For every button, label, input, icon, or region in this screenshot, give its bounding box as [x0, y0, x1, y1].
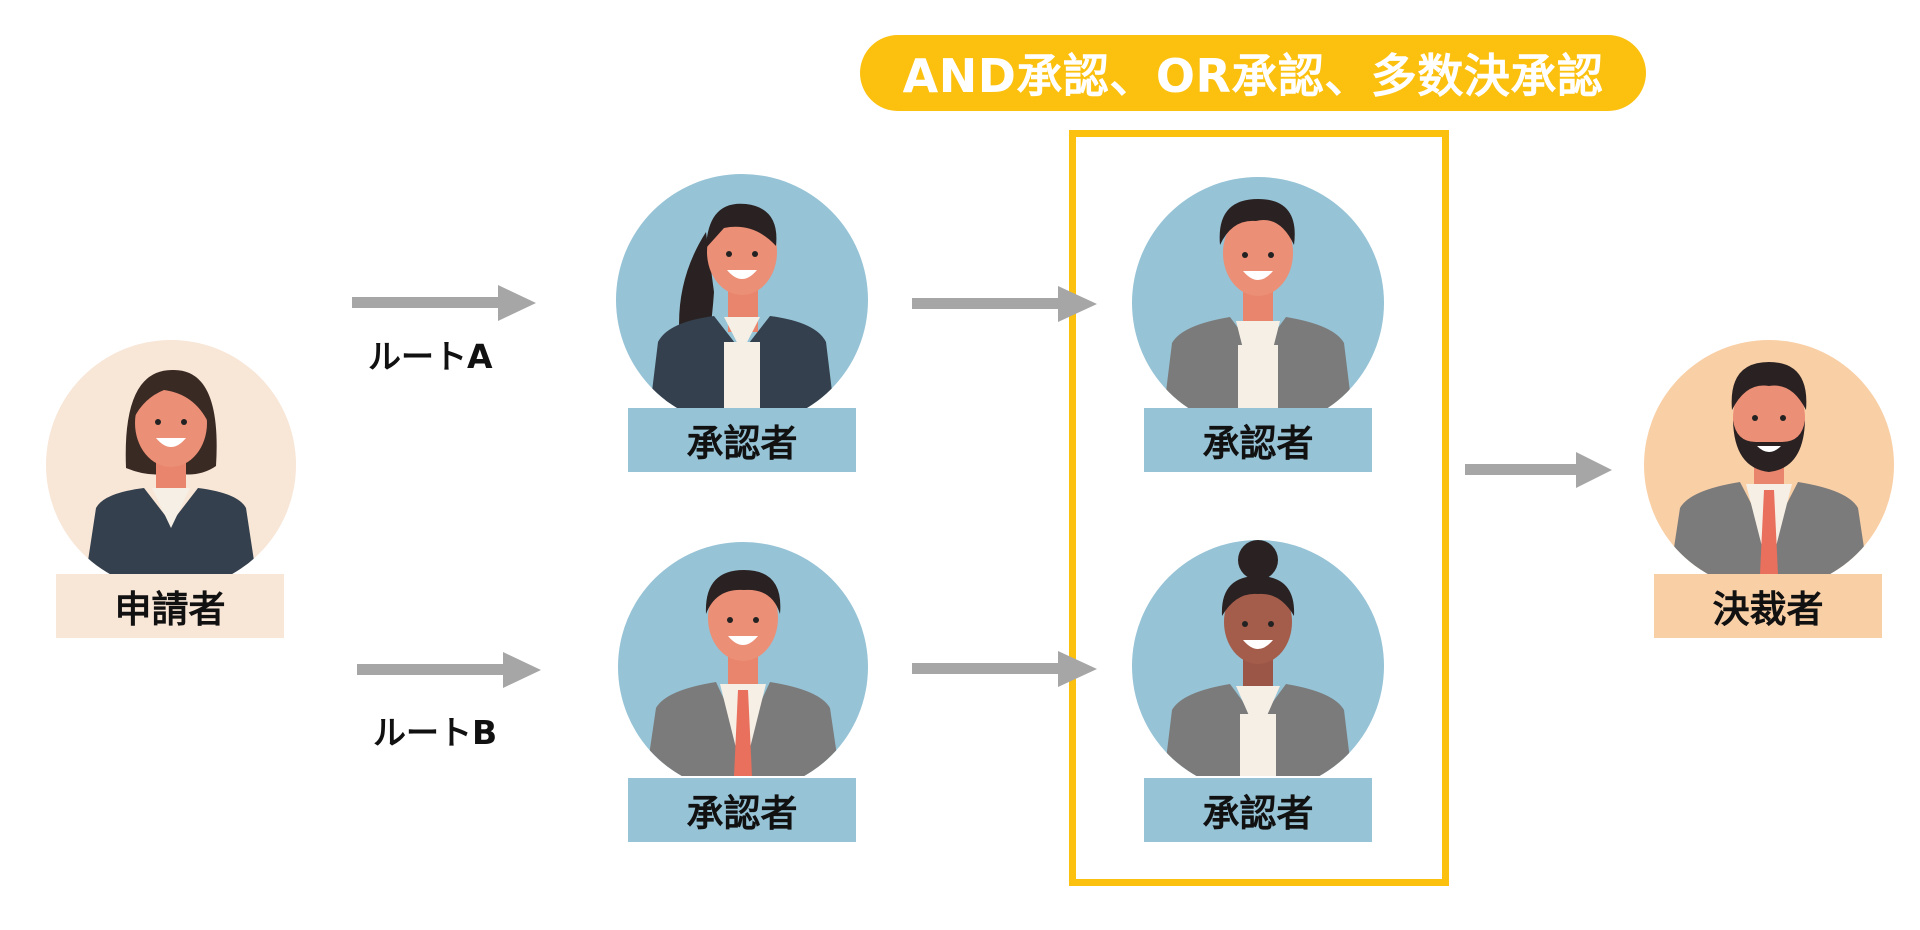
approver-avatar-route-a-1	[616, 174, 868, 408]
parallel-approval-group-frame	[1069, 130, 1449, 886]
approver-avatar-route-b-1	[618, 542, 868, 776]
approver-label-route-a-2: 承認者	[1144, 408, 1372, 472]
approval-types-banner: AND承認、OR承認、多数決承認	[860, 35, 1646, 111]
approver-label-route-b-2: 承認者	[1144, 778, 1372, 842]
approver-avatar-route-b-2	[1132, 540, 1384, 776]
final-approver-avatar	[1644, 340, 1894, 574]
arrow-to-final-icon	[1465, 452, 1612, 488]
applicant-label: 申請者	[56, 574, 284, 638]
approver-label-route-a-1: 承認者	[628, 408, 856, 472]
final-approver-label: 決裁者	[1654, 574, 1882, 638]
arrow-route-a-icon	[352, 285, 536, 321]
route-b-label: ルートB	[373, 713, 498, 752]
route-a-label: ルートA	[368, 337, 493, 376]
arrow-b-stage2-icon	[912, 651, 1097, 687]
arrow-a-stage2-icon	[912, 286, 1097, 322]
approver-avatar-route-a-2	[1132, 177, 1384, 408]
approver-label-route-b-1: 承認者	[628, 778, 856, 842]
applicant-avatar	[46, 340, 296, 574]
arrow-route-b-icon	[357, 652, 541, 688]
